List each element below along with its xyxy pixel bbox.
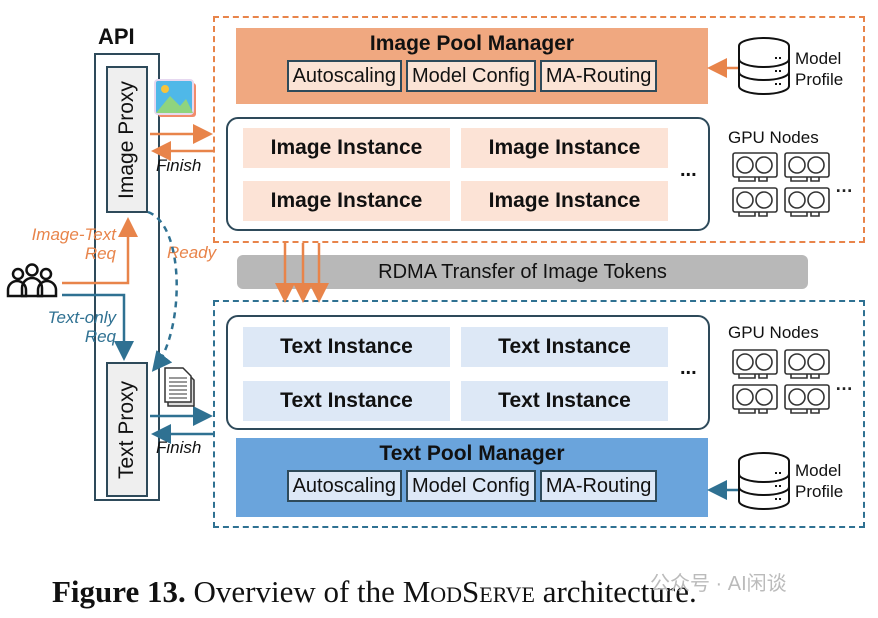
image-pool-region [213,16,865,243]
image-icon [154,79,196,117]
database-icon [738,37,790,95]
text-instances-group: Text Instance Text Instance Text Instanc… [226,315,710,430]
image-ma-routing: MA-Routing [539,60,658,92]
text-gpu-nodes-label: GPU Nodes [728,323,819,342]
text-instance: Text Instance [243,381,450,421]
text-instance: Text Instance [461,327,668,367]
caption-text-end: architecture. [534,574,697,609]
profile-label-line: Profile [795,70,844,89]
label-line: Req [84,327,116,346]
document-icon [164,367,195,407]
image-text-request-arrow [62,217,138,285]
image-pool-manager: Image Pool Manager Autoscaling Model Con… [236,28,708,104]
text-only-request-arrow [62,293,134,361]
api-title: API [98,24,135,49]
text-instance: Text Instance [461,381,668,421]
label-line: Image-Text [31,225,116,244]
profile-label-line: Model [795,49,842,68]
gpu-nodes-icon [732,152,830,217]
text-pool-manager: Text Pool Manager Autoscaling Model Conf… [236,438,708,517]
image-instance: Image Instance [461,181,668,221]
text-ma-routing: MA-Routing [539,470,658,502]
image-pool-manager-title: Image Pool Manager [369,32,575,55]
text-model-profile-label: Model Profile [795,460,843,502]
image-gpu-nodes-label: GPU Nodes [728,128,819,147]
users-icon [6,263,58,298]
watermark: 公众号 · AI闲谈 [650,573,787,595]
image-instance: Image Instance [243,181,450,221]
image-instances-group: Image Instance Image Instance Image Inst… [226,117,710,231]
more-instances-ellipsis: ... [680,159,697,181]
text-pool-manager-title: Text Pool Manager [379,442,565,465]
profile-label-line: Profile [795,482,844,501]
text-only-request-label: Text-only Req [20,308,116,346]
image-instance: Image Instance [243,128,450,168]
image-model-config: Model Config [405,60,536,92]
image-instance: Image Instance [461,128,668,168]
text-pool-region [213,300,865,528]
profile-label-line: Model [795,461,842,480]
image-proxy: Image Proxy [106,66,148,213]
image-autoscaling: Autoscaling [286,60,402,92]
ready-label: Ready [167,243,217,262]
caption-text: Overview of the [185,574,403,609]
gpu-ellipsis: … [835,176,853,196]
ready-arrow [147,210,178,372]
image-text-request-label: Image-Text Req [20,225,116,263]
gpu-nodes-icon [732,349,830,414]
text-instance: Text Instance [243,327,450,367]
text-autoscaling: Autoscaling [286,470,402,502]
label-line: Req [84,244,116,263]
gpu-ellipsis: … [835,374,853,394]
figure-caption: Figure 13. Overview of the ModServe arch… [52,574,697,610]
image-model-profile-label: Model Profile [795,48,843,90]
text-model-config: Model Config [405,470,536,502]
rdma-transfer-bar: RDMA Transfer of Image Tokens [237,255,808,289]
label-line: Text-only [47,308,116,327]
more-instances-ellipsis: ... [680,357,697,379]
figure-number: Figure 13. [52,574,186,609]
api-container [94,53,160,501]
system-name: ModServe [402,574,535,609]
text-proxy: Text Proxy [106,362,148,497]
database-icon [738,452,790,510]
